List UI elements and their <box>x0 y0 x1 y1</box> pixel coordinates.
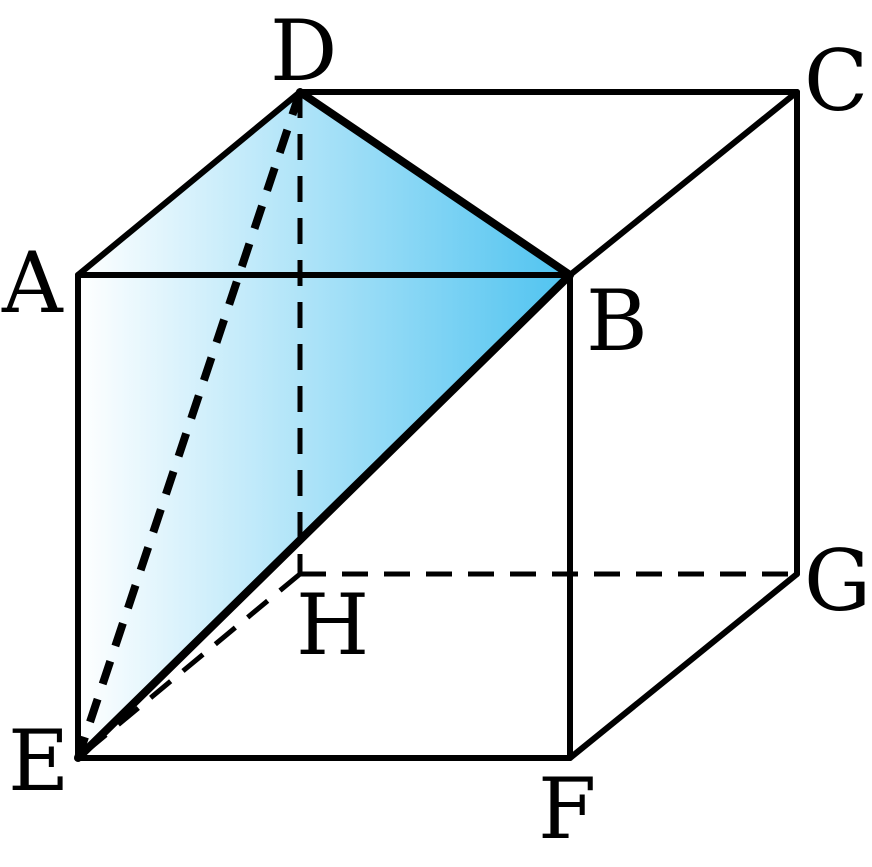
vertex-label-H: H <box>296 576 369 674</box>
edge-DB <box>296 88 574 279</box>
vertex-label-F: F <box>538 760 596 858</box>
edge-CB <box>567 89 800 278</box>
vertex-label-A: A <box>1 234 64 332</box>
shaded-region <box>78 92 570 758</box>
edge-BE <box>74 271 574 762</box>
vertex-label-B: B <box>586 272 648 370</box>
vertex-label-G: G <box>804 532 871 630</box>
edge-FG <box>567 571 800 761</box>
vertex-label-D: D <box>270 2 337 100</box>
edge-HE <box>76 572 302 760</box>
vertex-label-E: E <box>8 712 69 810</box>
vertex-label-C: C <box>804 32 868 130</box>
edge-AD <box>75 89 303 278</box>
